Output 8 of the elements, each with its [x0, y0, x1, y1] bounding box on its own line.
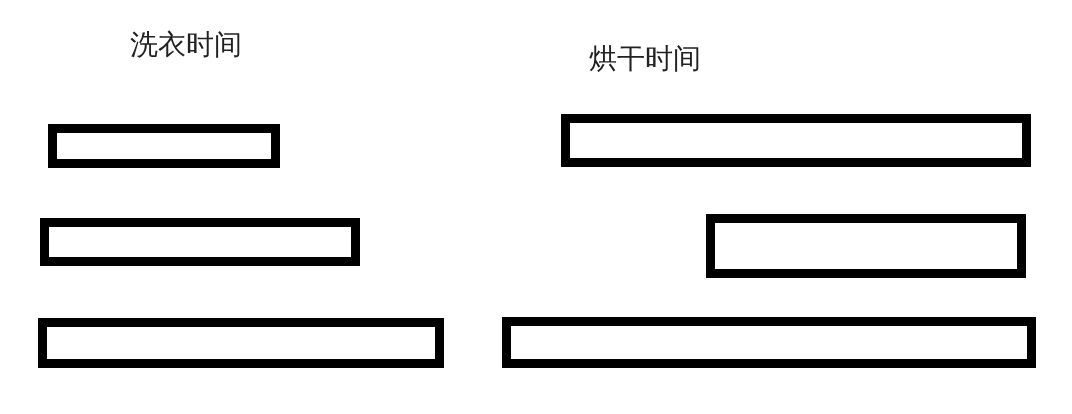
outlined-bar — [502, 317, 1036, 368]
outlined-bar — [40, 218, 360, 266]
outlined-bar — [706, 214, 1026, 278]
outlined-bar — [48, 124, 280, 168]
column-heading: 烘干时间 — [589, 42, 701, 76]
outlined-bar — [561, 114, 1031, 167]
column-heading: 洗衣时间 — [130, 28, 242, 62]
outlined-bar — [38, 318, 444, 368]
